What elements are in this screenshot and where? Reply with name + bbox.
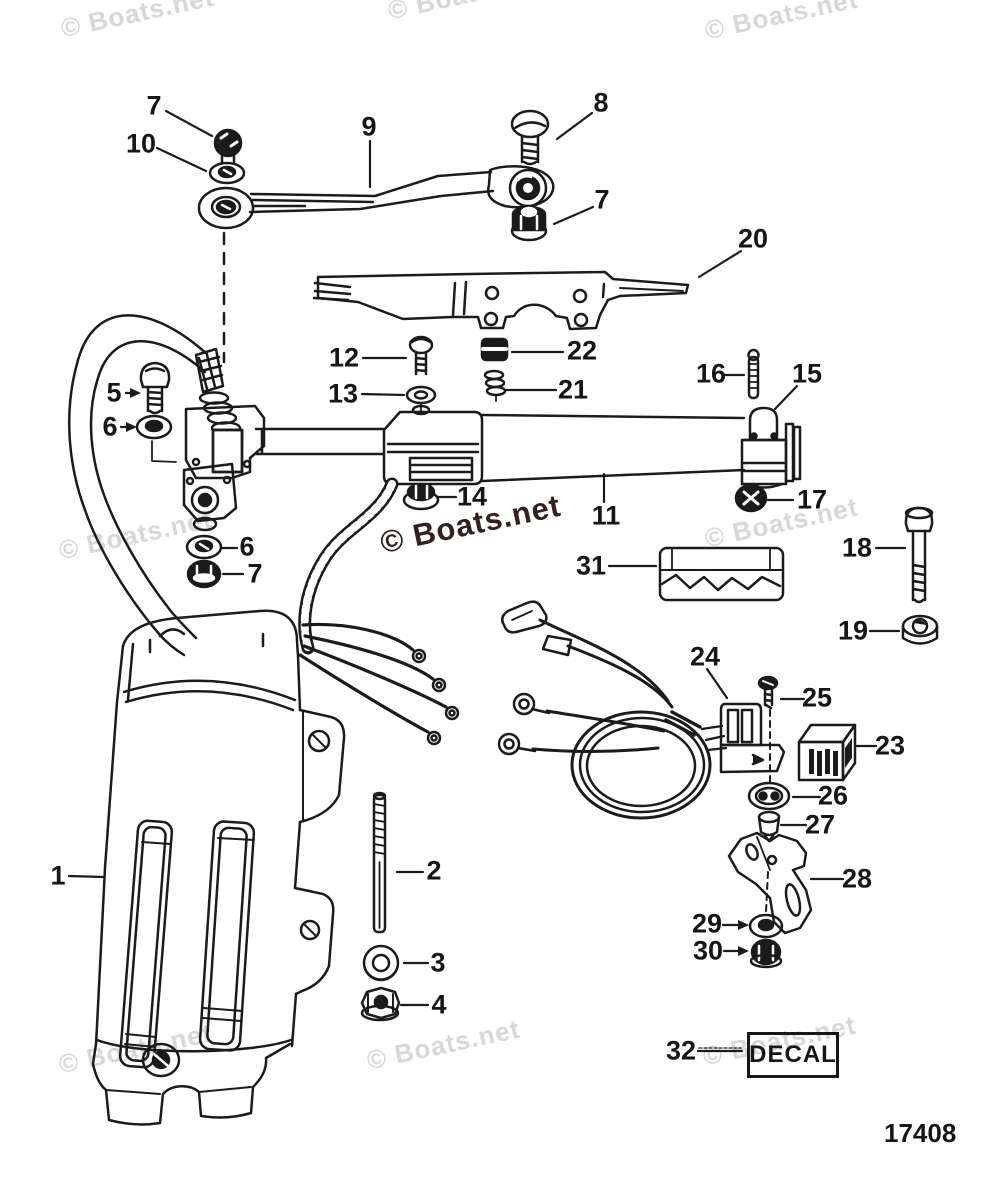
part-callout-13: 13 <box>327 378 359 409</box>
part-callout-15: 15 <box>791 358 823 389</box>
part-callout-9: 9 <box>361 111 377 142</box>
part-callout-10: 10 <box>125 128 157 159</box>
part-callout-6: 6 <box>102 411 118 442</box>
part-callout-17: 17 <box>796 484 828 515</box>
part-callout-26: 26 <box>817 780 849 811</box>
part-callout-5: 5 <box>106 377 122 408</box>
part-callout-16: 16 <box>695 358 727 389</box>
part-callout-12: 12 <box>328 342 360 373</box>
part-callout-3: 3 <box>430 947 446 978</box>
part-callout-19: 19 <box>837 615 869 646</box>
part-callout-20: 20 <box>737 223 769 254</box>
part-callout-11: 11 <box>591 500 621 531</box>
part-callout-25: 25 <box>801 682 833 713</box>
part-callout-7: 7 <box>594 184 610 215</box>
part-callout-23: 23 <box>874 730 906 761</box>
part-callout-1: 1 <box>50 860 66 891</box>
decal-box: DECAL <box>747 1032 839 1078</box>
part-callout-32: 32 <box>665 1035 697 1066</box>
part-callout-27: 27 <box>804 809 836 840</box>
part-callout-6: 6 <box>239 531 255 562</box>
part-callout-21: 21 <box>557 374 589 405</box>
part-callout-8: 8 <box>593 87 609 118</box>
part-callout-24: 24 <box>689 641 721 672</box>
part-callout-4: 4 <box>431 989 447 1020</box>
part-callout-14: 14 <box>456 481 488 512</box>
part-callout-29: 29 <box>691 908 723 939</box>
part-callout-2: 2 <box>426 855 442 886</box>
part-callout-18: 18 <box>841 532 873 563</box>
part-callout-7: 7 <box>146 90 162 121</box>
part-callout-28: 28 <box>841 863 873 894</box>
part-callout-30: 30 <box>692 935 724 966</box>
part-callout-7: 7 <box>247 558 263 589</box>
figure-number: 17408 <box>884 1118 957 1148</box>
part-callout-22: 22 <box>566 335 598 366</box>
part-callout-31: 31 <box>575 550 607 581</box>
